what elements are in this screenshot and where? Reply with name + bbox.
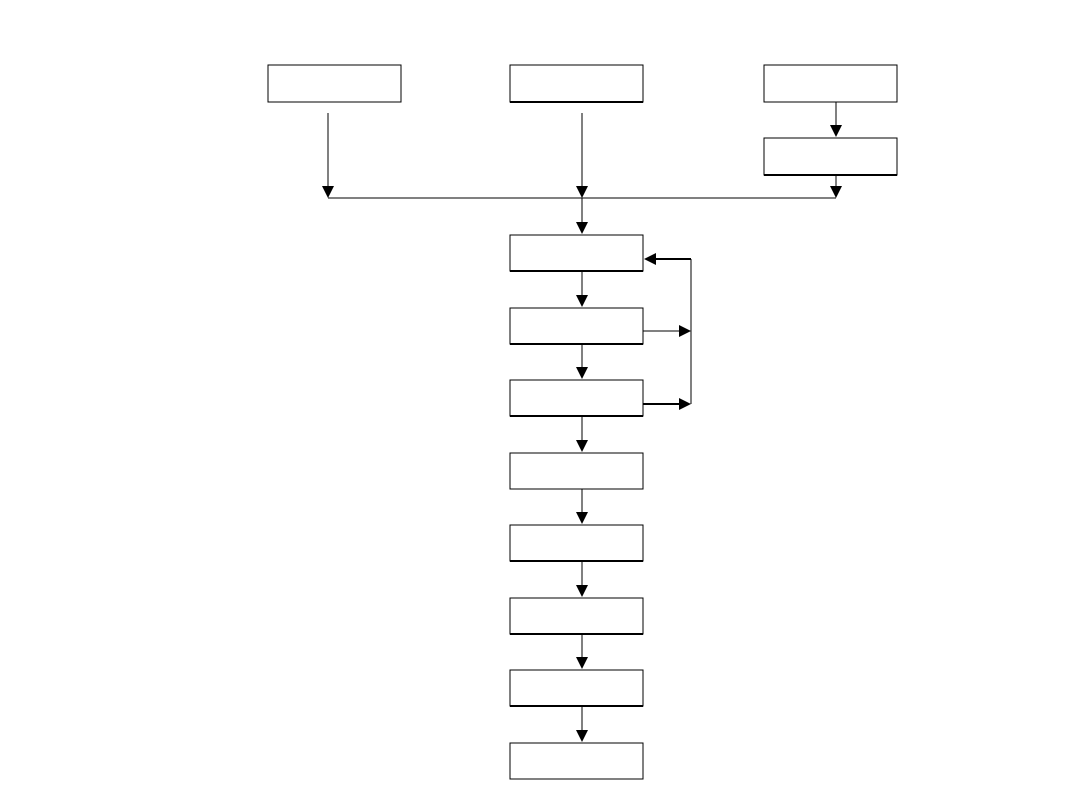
connector-step-2-to-step-3 — [576, 344, 588, 379]
node-right-second-box — [763, 137, 898, 176]
connector-step-4-to-step-5 — [576, 489, 588, 524]
node-top-right-box — [763, 64, 898, 103]
node-step-3 — [509, 379, 644, 417]
arrowhead-icon — [576, 730, 588, 742]
node-top-left — [267, 64, 402, 103]
connector-step-6-to-step-7 — [576, 634, 588, 669]
node-step-2 — [509, 307, 644, 345]
connector-step-1-to-step-2 — [576, 271, 588, 307]
arrowhead-icon — [576, 367, 588, 379]
arrowhead-icon — [576, 512, 588, 524]
node-step-5 — [509, 524, 644, 562]
connector-step-3-to-step-4 — [576, 416, 588, 452]
arrowhead-icon — [679, 325, 691, 337]
arrowhead-icon — [322, 186, 334, 198]
node-step-1 — [509, 234, 644, 272]
arrowhead-icon — [679, 398, 691, 410]
node-step-8-box — [509, 742, 644, 780]
arrowhead-icon — [576, 657, 588, 669]
connector-top-right-down — [830, 102, 842, 137]
connector-step-2-to-feedback — [643, 325, 691, 337]
arrowhead-icon — [830, 125, 842, 137]
connector-step-7-to-step-8 — [576, 706, 588, 742]
node-step-1-box — [509, 234, 644, 272]
node-step-7-box — [509, 669, 644, 707]
arrowhead-icon — [576, 440, 588, 452]
node-step-4 — [509, 452, 644, 490]
node-top-right — [763, 64, 898, 103]
arrowhead-icon — [576, 186, 588, 198]
arrowhead-icon — [644, 253, 656, 265]
node-right-second — [763, 137, 898, 176]
connector-top-left-down — [322, 113, 334, 198]
node-step-7 — [509, 669, 644, 707]
arrowhead-icon — [576, 585, 588, 597]
feedback-loop — [644, 253, 692, 404]
node-step-5-box — [509, 524, 644, 562]
node-top-center-box — [509, 64, 644, 103]
connector-top-center-down — [576, 113, 588, 198]
arrowhead-icon — [576, 295, 588, 307]
node-top-left-box — [267, 64, 402, 103]
node-step-8 — [509, 742, 644, 780]
arrowhead-icon — [576, 222, 588, 234]
node-step-2-box — [509, 307, 644, 345]
connector-step-3-to-feedback — [643, 398, 691, 410]
node-step-4-box — [509, 452, 644, 490]
node-top-center — [509, 64, 644, 103]
connector-right-second-down — [830, 176, 842, 198]
node-step-6-box — [509, 597, 644, 635]
node-step-3-box — [509, 379, 644, 417]
connector-bus-to-step-1 — [576, 198, 588, 234]
arrowhead-icon — [830, 186, 842, 198]
node-step-6 — [509, 597, 644, 635]
connector-step-5-to-step-6 — [576, 561, 588, 597]
